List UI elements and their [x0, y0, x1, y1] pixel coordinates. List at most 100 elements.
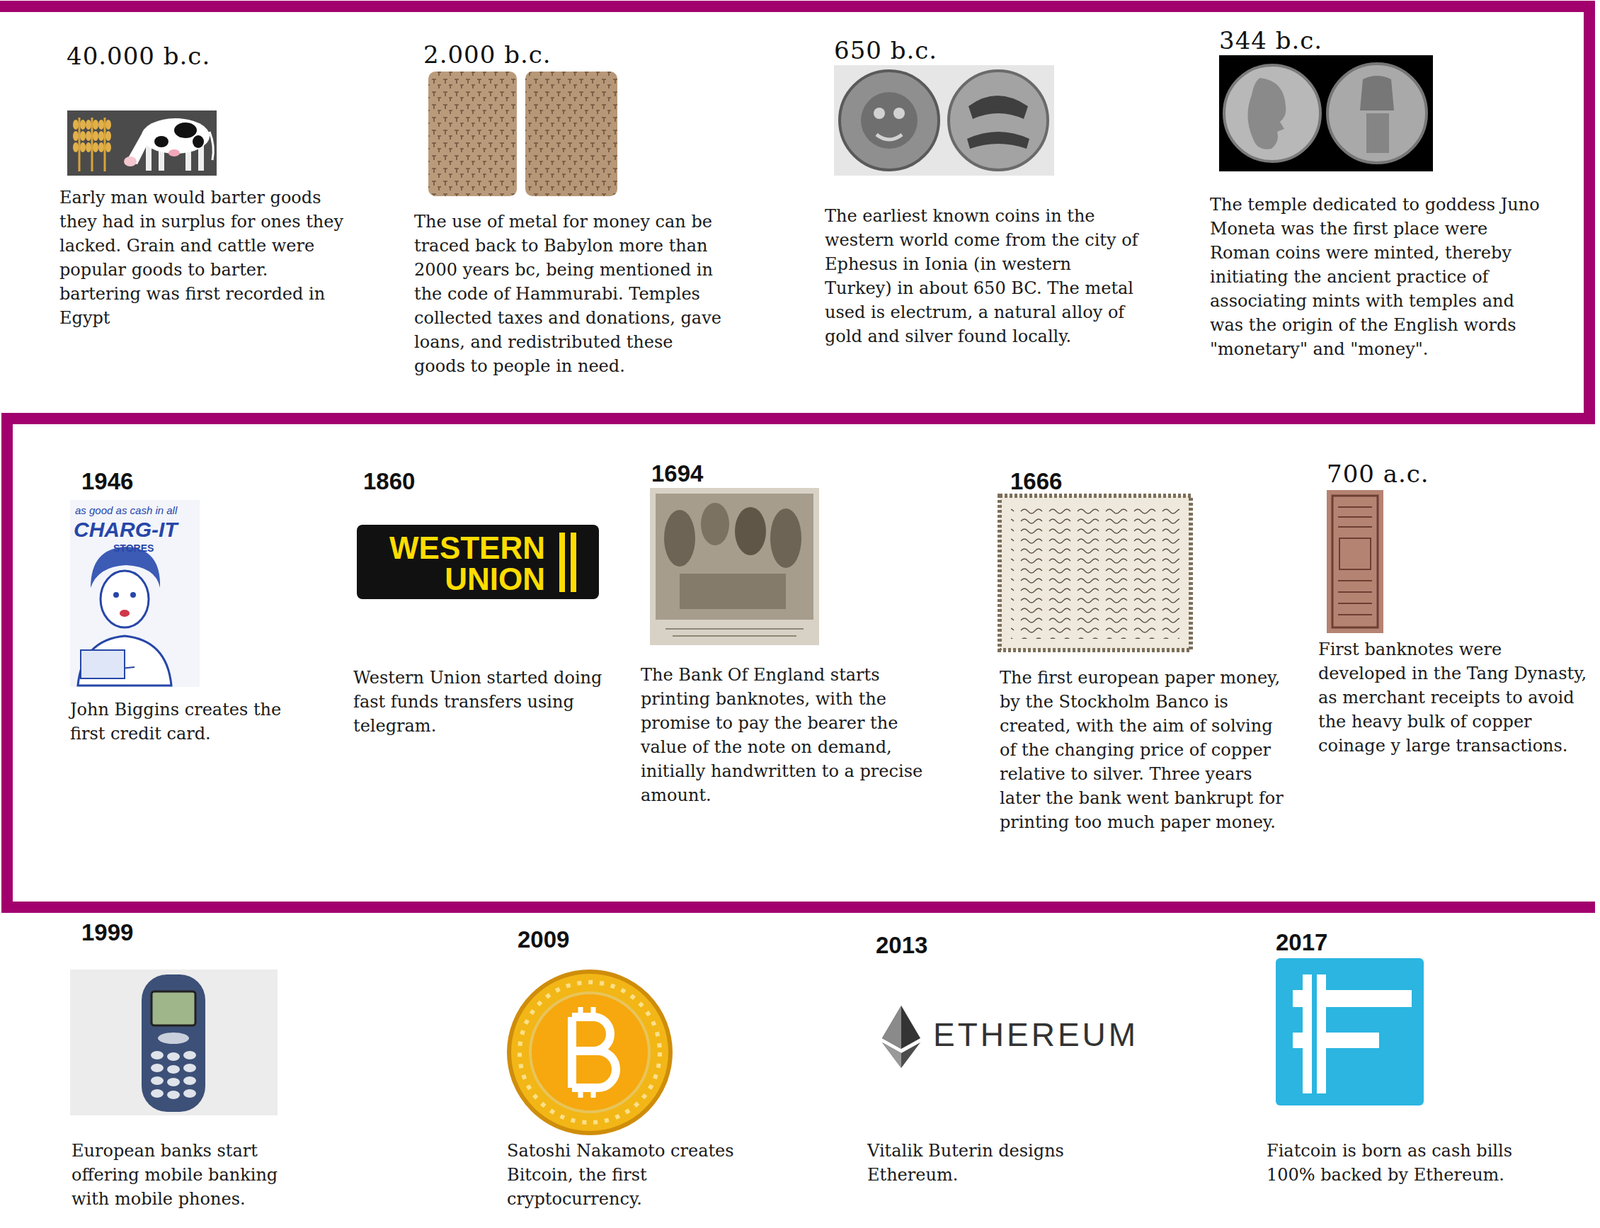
ethereum-mark — [882, 1005, 902, 1049]
credit-card-advert — [100, 570, 149, 628]
barter-picture — [85, 119, 92, 130]
barter-picture — [154, 135, 169, 148]
year-heading: 1946 — [81, 467, 134, 495]
event-description: John Biggins creates the first credit ca… — [70, 697, 318, 746]
year-heading: 2017 — [1275, 928, 1328, 956]
mobile-phone — [151, 991, 196, 1026]
event-description: The earliest known coins in the western … — [824, 203, 1140, 349]
clay-tablets — [428, 71, 517, 197]
mobile-phone — [141, 974, 206, 1112]
year-heading: 2013 — [875, 931, 928, 959]
fiatcoin-icon — [1275, 957, 1424, 1106]
barter-picture — [141, 118, 210, 154]
bank-engraving — [655, 493, 814, 620]
year-heading: 1666 — [1010, 467, 1062, 495]
barter-picture — [192, 135, 204, 148]
barter-picture — [80, 142, 86, 153]
electrum-coins — [968, 95, 1028, 119]
fiatcoin-icon — [1311, 989, 1317, 1007]
year-heading: 1694 — [651, 460, 704, 488]
event-description: The Bank Of England starts printing bank… — [640, 662, 928, 808]
bitcoin-coin — [530, 992, 650, 1112]
barter-picture — [78, 117, 81, 172]
event-description: European banks start offering mobile ban… — [71, 1138, 306, 1211]
logo-text: as good as cash in all — [75, 504, 177, 517]
clay-tablets — [428, 71, 517, 197]
mobile-phone — [150, 1050, 164, 1060]
barter-picture — [72, 119, 112, 153]
year-heading: 1860 — [363, 467, 415, 495]
stockholm-banknote — [1010, 506, 1180, 639]
event-description: The first european paper money, by the S… — [999, 665, 1290, 834]
fiatcoin-icon — [1292, 989, 1412, 1007]
mobile-phone — [167, 1090, 180, 1099]
year-heading: 2009 — [517, 926, 570, 953]
mobile-phone — [150, 1088, 164, 1098]
clay-tablets — [525, 71, 618, 197]
year-heading: 650 b.c. — [833, 36, 938, 64]
barter-picture — [79, 117, 105, 172]
event-description: Fiatcoin is born as cash bills 100% back… — [1266, 1138, 1515, 1187]
bitcoin-coin — [519, 981, 660, 1123]
barter-picture — [85, 130, 92, 141]
ethereum-mark — [882, 1005, 921, 1049]
barter-picture — [145, 145, 152, 171]
band-border — [0, 6, 1590, 907]
logo-text: STORES — [113, 542, 154, 554]
barter-picture — [85, 142, 92, 153]
barter-picture — [105, 130, 112, 141]
western-union-logo — [356, 524, 599, 599]
barter-picture — [105, 119, 112, 130]
bank-engraving — [649, 487, 820, 645]
mobile-phone — [183, 1088, 197, 1098]
roman-coins — [1219, 55, 1433, 172]
barter-picture — [91, 117, 94, 172]
logo-text: ETHEREUM — [933, 1016, 1139, 1053]
tang-banknote — [1339, 538, 1371, 570]
bitcoin-coin — [509, 971, 671, 1133]
barter-picture — [209, 131, 214, 160]
logo-text: WESTERN — [364, 532, 546, 564]
barter-picture — [198, 145, 204, 171]
roman-coins — [1247, 77, 1286, 150]
credit-card-advert — [113, 591, 119, 598]
roman-coins — [1360, 75, 1394, 111]
tang-banknote — [1326, 489, 1384, 633]
year-heading: 1999 — [81, 918, 134, 946]
bank-engraving — [700, 502, 730, 546]
ethereum-mark — [882, 1042, 921, 1068]
credit-card-advert — [119, 609, 130, 617]
band-border — [0, 6, 1590, 907]
logo-text: UNION — [364, 563, 546, 595]
mobile-phone — [167, 1052, 180, 1061]
bitcoin-coin — [509, 971, 671, 1133]
credit-card-advert — [130, 591, 136, 598]
mobile-phone — [167, 1077, 180, 1087]
clay-tablets — [428, 71, 618, 197]
barter-picture — [105, 142, 112, 153]
event-description: The temple dedicated to goddess Juno Mon… — [1209, 192, 1543, 362]
electrum-coins — [967, 131, 1030, 149]
stockholm-banknote — [999, 495, 1191, 650]
barter-picture — [168, 149, 180, 157]
ethereum-mark — [882, 1005, 921, 1068]
western-union-logo — [356, 524, 599, 599]
bank-engraving — [679, 573, 786, 609]
western-union-logo — [570, 532, 577, 592]
barter-picture — [98, 119, 105, 130]
event-description: First banknotes were developed in the Ta… — [1318, 637, 1589, 758]
barter-picture — [92, 119, 99, 130]
fiatcoin-icon — [1311, 1032, 1317, 1048]
stockholm-banknote — [999, 495, 1191, 650]
electrum-coins — [833, 65, 1055, 176]
barter-picture — [174, 122, 197, 139]
credit-card-advert — [70, 499, 200, 687]
bank-engraving — [649, 487, 820, 645]
barter-picture — [72, 142, 79, 153]
year-heading: 40.000 b.c. — [66, 42, 211, 70]
electrum-coins — [833, 65, 1055, 176]
clay-tablets — [525, 71, 618, 197]
mobile-phone — [183, 1076, 197, 1085]
mobile-phone — [70, 969, 278, 1116]
tang-banknote — [1326, 489, 1384, 633]
